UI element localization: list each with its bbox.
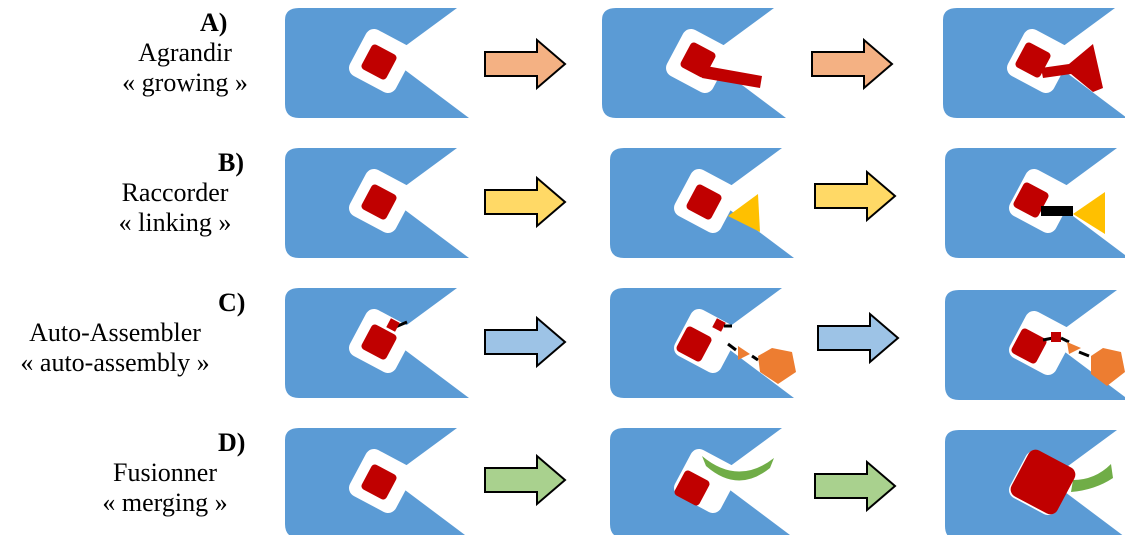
- row-name-fr: Raccorder: [121, 178, 229, 207]
- arrow-c1: [484, 315, 567, 369]
- arrow-b2: [814, 169, 897, 223]
- row-label-c: C) Auto-Assembler « auto-assembly »: [0, 288, 250, 378]
- pocket-b3: [945, 148, 1125, 258]
- arrow-d1: [484, 453, 567, 507]
- row-name-fr: Agrandir: [138, 38, 232, 67]
- row-name-fr: Auto-Assembler: [29, 318, 201, 347]
- pocket-b1: [285, 148, 469, 258]
- row-b: [285, 148, 1125, 258]
- pocket-d1: [285, 428, 469, 535]
- pocket-c3: [945, 290, 1125, 400]
- row-letter: B): [218, 148, 244, 177]
- row-name-en: « growing »: [122, 68, 248, 97]
- row-name-en: « auto-assembly »: [20, 348, 210, 377]
- arrow-b1: [484, 175, 567, 229]
- row-a: [285, 8, 1125, 118]
- row-letter: D): [218, 428, 246, 457]
- row-label-d: D) Fusionner « merging »: [30, 428, 300, 518]
- arrow-a1: [484, 37, 567, 91]
- pocket-d3: [945, 430, 1125, 535]
- pocket-a3: [943, 8, 1125, 118]
- pocket-d2: [610, 428, 794, 535]
- row-name-en: « linking »: [118, 208, 232, 237]
- arrow-d2: [814, 459, 897, 513]
- pocket-a1: [285, 8, 469, 118]
- row-c: [285, 288, 1125, 400]
- pocket-b2: [610, 148, 794, 258]
- row-name-en: « merging »: [102, 488, 228, 517]
- row-letter: A): [200, 8, 228, 37]
- row-letter: C): [218, 288, 246, 317]
- arrow-c2: [817, 311, 900, 365]
- row-name-fr: Fusionner: [113, 458, 217, 487]
- pocket-a2: [602, 8, 786, 118]
- pocket-c1: [285, 288, 469, 398]
- row-label-a: A) Agrandir « growing »: [50, 8, 320, 98]
- arrow-a2: [811, 37, 894, 91]
- row-label-b: B) Raccorder « linking »: [40, 148, 310, 238]
- pocket-c2: [610, 288, 796, 398]
- row-d: [285, 428, 1125, 535]
